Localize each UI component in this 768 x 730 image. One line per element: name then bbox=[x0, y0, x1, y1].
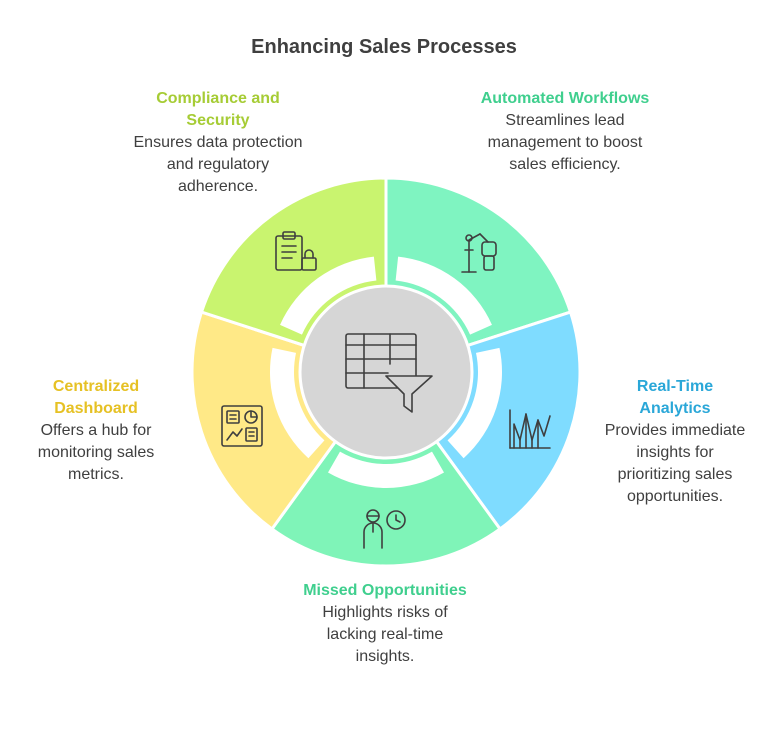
table-filter-icon bbox=[345, 333, 433, 413]
missed-heading: Missed Opportunities bbox=[303, 582, 467, 599]
person-clock-icon bbox=[363, 509, 406, 549]
realtime-heading: Real-Time Analytics bbox=[636, 378, 714, 417]
missed-label: Missed Opportunities Highlights risks of… bbox=[300, 580, 470, 668]
missed-description: Highlights risks of lacking real-time in… bbox=[322, 604, 448, 665]
automated-label: Automated Workflows Streamlines lead man… bbox=[470, 88, 660, 176]
compliance-heading: Compliance and Security bbox=[156, 90, 280, 129]
centralized-heading: Centralized Dashboard bbox=[52, 378, 140, 417]
compliance-label: Compliance and Security Ensures data pro… bbox=[128, 88, 308, 198]
inner-band-realtime bbox=[447, 347, 502, 459]
automated-description: Streamlines lead management to boost sal… bbox=[487, 112, 643, 173]
segment-gaps bbox=[270, 256, 502, 489]
clipboard-lock-icon bbox=[275, 231, 317, 271]
automated-heading: Automated Workflows bbox=[480, 90, 650, 107]
inner-band-centralized bbox=[270, 347, 325, 459]
inner-band-missed bbox=[328, 451, 444, 489]
inner-band-automated bbox=[395, 256, 492, 335]
robot-arm-icon bbox=[461, 233, 497, 273]
realtime-label: Real-Time Analytics Provides immediate i… bbox=[600, 376, 750, 508]
compliance-description: Ensures data protection and regulatory a… bbox=[133, 134, 303, 195]
page-title: Enhancing Sales Processes bbox=[251, 36, 517, 58]
center-hub bbox=[298, 284, 474, 460]
inner-band-compliance bbox=[280, 256, 377, 335]
centralized-description: Offers a hub for monitoring sales metric… bbox=[37, 422, 155, 483]
dashboard-icon bbox=[221, 405, 263, 447]
analytics-chart-icon bbox=[509, 409, 551, 449]
centralized-label: Centralized Dashboard Offers a hub for m… bbox=[26, 376, 166, 486]
realtime-description: Provides immediate insights for prioriti… bbox=[604, 422, 746, 505]
